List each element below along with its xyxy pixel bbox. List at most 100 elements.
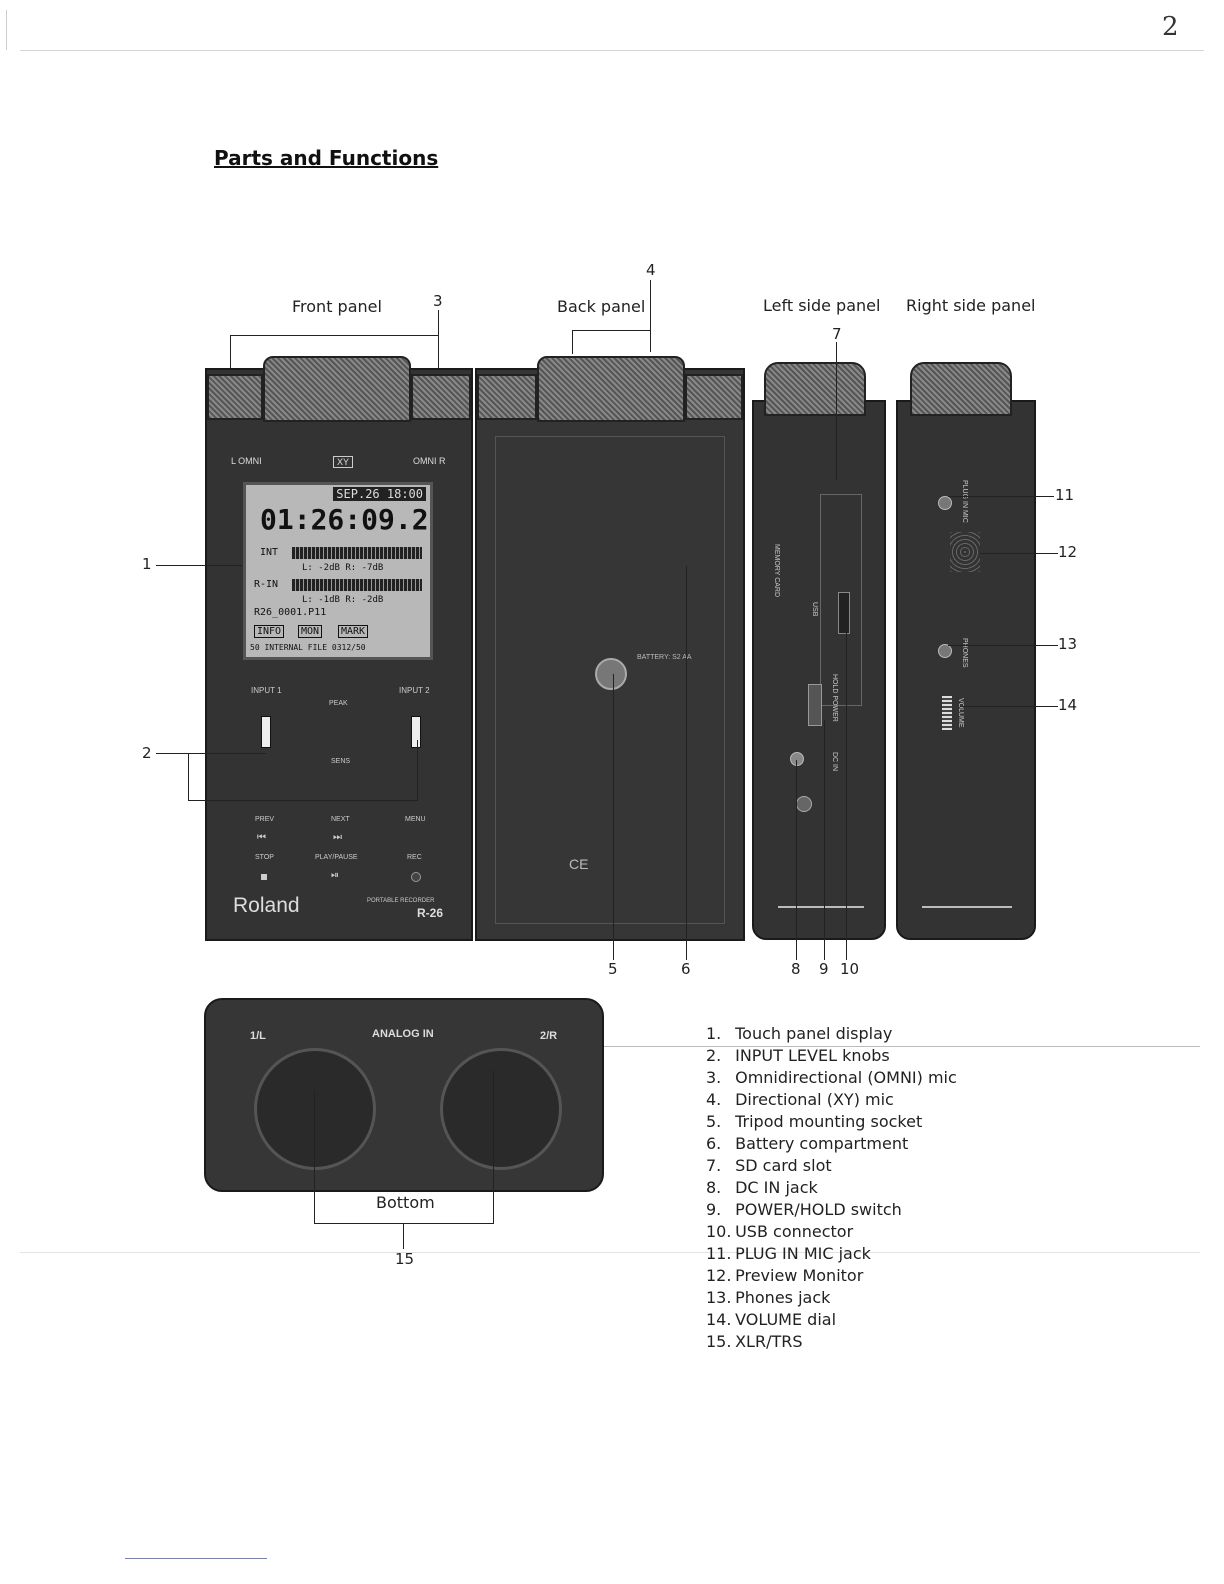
plug-in-mic-jack[interactable]: [938, 496, 952, 510]
volume-dial[interactable]: [942, 696, 952, 730]
prev-label: PREV: [255, 816, 275, 823]
battery-label: BATTERY: S2 AA: [637, 654, 692, 661]
list-item: 5. Tripod mounting socket: [706, 1112, 923, 1131]
list-item: 2. INPUT LEVEL knobs: [706, 1046, 890, 1065]
input-level-knob-1[interactable]: [261, 716, 271, 748]
brand-logo: Roland: [233, 894, 300, 917]
lcd-mark-button[interactable]: MARK: [338, 625, 369, 638]
scan-rule-2: [20, 1252, 1200, 1253]
next-label: NEXT: [331, 816, 350, 823]
ch1-label: 1/L: [250, 1030, 266, 1042]
list-item: 4. Directional (XY) mic: [706, 1090, 894, 1109]
memory-card-label: MEMORY CARD: [773, 544, 780, 598]
lcd-level-2: L: -1dB R: -2dB: [302, 595, 384, 605]
xy-label: XY: [333, 456, 354, 468]
prev-button[interactable]: ⏮: [257, 832, 266, 843]
playpause-label: PLAY/PAUSE: [315, 854, 358, 861]
bracket-15-h: [314, 1223, 494, 1224]
bracket-15-right: [493, 1070, 494, 1224]
list-item: 11. PLUG IN MIC jack: [706, 1244, 871, 1263]
leader-1: [156, 565, 242, 566]
stop-button[interactable]: [261, 874, 267, 880]
volume-label: VOLUME: [957, 698, 964, 728]
callout-4: 4: [646, 261, 656, 279]
preview-monitor: [950, 532, 980, 572]
ce-marks: CE: [569, 856, 589, 872]
lcd-meter-2: [292, 579, 422, 591]
leader-5: [613, 674, 614, 960]
left-side-device: MEMORY CARD USB HOLD POWER DC IN: [752, 362, 886, 940]
leader-10: [846, 620, 847, 960]
callout-9: 9: [819, 960, 829, 978]
scan-bottom-rule: [125, 1558, 267, 1559]
callout-6: 6: [681, 960, 691, 978]
callout-5: 5: [608, 960, 618, 978]
xlr-trs-jack-1[interactable]: [254, 1048, 376, 1170]
lcd-time: 01:26:09.2: [260, 503, 429, 536]
callout-12: 12: [1058, 543, 1078, 561]
xy-mic: [263, 356, 411, 422]
next-button[interactable]: ⏭: [333, 832, 342, 843]
bracket-3-right: [438, 310, 439, 370]
list-item: 9. POWER/HOLD switch: [706, 1200, 902, 1219]
leader-12: [980, 553, 1058, 554]
rec-button[interactable]: [411, 872, 421, 882]
input-level-knob-2[interactable]: [411, 716, 421, 748]
tripod-socket: [595, 658, 627, 690]
sd-card-slot[interactable]: [820, 494, 862, 706]
leader-13: [948, 645, 1058, 646]
bracket-15-left: [314, 1090, 315, 1224]
leader-7: [836, 342, 837, 480]
sens-label: SENS: [331, 758, 351, 765]
leader-2-h: [156, 753, 266, 754]
xlr-trs-jack-2[interactable]: [440, 1048, 562, 1170]
list-item: 12. Preview Monitor: [706, 1266, 864, 1285]
page-number: 2: [1162, 12, 1179, 42]
peak-label: PEAK: [329, 700, 348, 707]
callout-1: 1: [142, 555, 152, 573]
right-side-panel-label: Right side panel: [906, 296, 1036, 315]
power-hold-switch[interactable]: [808, 684, 822, 726]
page-title: Parts and Functions: [214, 146, 439, 170]
phones-jack[interactable]: [938, 644, 952, 658]
leader-2-left: [188, 753, 189, 801]
scan-top-rule: [20, 50, 1204, 51]
back-panel-label: Back panel: [557, 297, 646, 316]
omni-mic-right: [411, 374, 471, 420]
left-side-panel-label: Left side panel: [763, 296, 881, 315]
callout-14: 14: [1058, 696, 1078, 714]
play-pause-button[interactable]: ⏯: [331, 870, 339, 881]
lcd-mon-button[interactable]: MON: [298, 625, 323, 638]
right-side-foot: [922, 906, 1012, 908]
list-item: 10. USB connector: [706, 1222, 854, 1241]
list-item: 8. DC IN jack: [706, 1178, 818, 1197]
leader-2-right: [417, 740, 418, 801]
touch-panel-display[interactable]: SEP.26 18:00 01:26:09.2 INT L: -2dB R: -…: [243, 482, 433, 660]
list-item: 3. Omnidirectional (OMNI) mic: [706, 1068, 957, 1087]
callout-3: 3: [433, 292, 443, 310]
usb-label: USB: [811, 602, 818, 617]
list-item: 13. Phones jack: [706, 1288, 831, 1307]
dc-in-jack[interactable]: [790, 752, 804, 766]
omni-r-label: OMNI R: [413, 456, 446, 466]
phones-label: PHONES: [961, 638, 968, 668]
bracket-3-h: [230, 335, 439, 336]
leader-14: [960, 706, 1058, 707]
stop-label: STOP: [255, 854, 274, 861]
callout-7: 7: [832, 325, 842, 343]
input2-label: INPUT 2: [399, 686, 430, 695]
usb-connector[interactable]: [838, 592, 850, 634]
list-item: 6. Battery compartment: [706, 1134, 909, 1153]
bracket-3-left: [230, 335, 231, 369]
omni-mic-left: [207, 374, 263, 420]
battery-compartment[interactable]: [495, 436, 725, 924]
lcd-status: 50 INTERNAL FILE 0312/50: [250, 643, 366, 652]
bracket-4-left: [572, 330, 573, 354]
bracket-15-stem: [403, 1223, 404, 1249]
input1-label: INPUT 1: [251, 686, 282, 695]
model-name: R-26: [417, 906, 444, 920]
scan-rule-1: [604, 1046, 1200, 1047]
lcd-info-button[interactable]: INFO: [254, 625, 285, 638]
left-side-foot: [778, 906, 864, 908]
side-screw: [796, 796, 812, 812]
